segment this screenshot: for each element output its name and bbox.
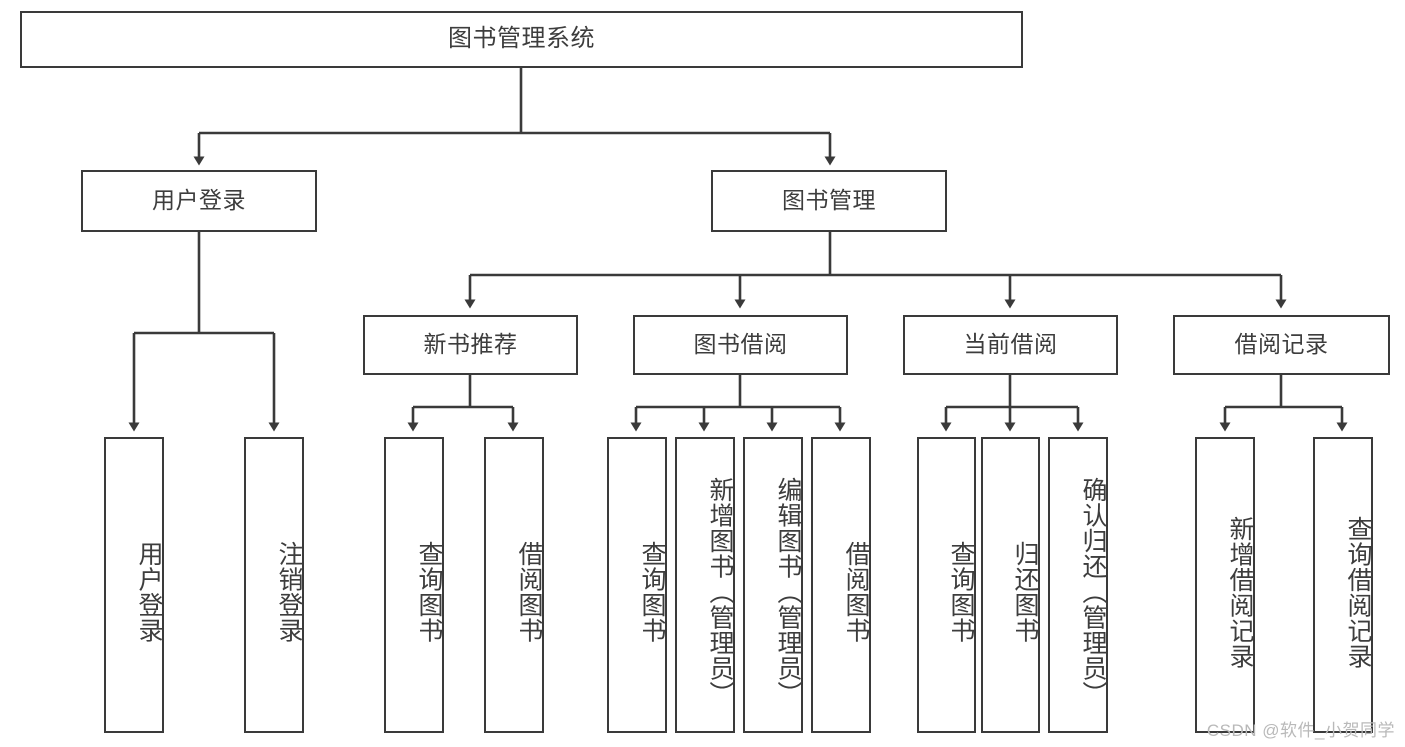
node-borrow-record[interactable]: 借阅记录 (1173, 315, 1390, 375)
leaf-query-book-borrow[interactable]: 查询图书 (607, 437, 667, 733)
node-user-login[interactable]: 用户登录 (81, 170, 317, 232)
leaf-logout-login[interactable]: 注销登录 (244, 437, 304, 733)
leaf-label: 注销登录 (275, 541, 303, 643)
leaf-borrow-book-recommend[interactable]: 借阅图书 (484, 437, 544, 733)
leaf-label: 编辑图书（管理员） (774, 477, 802, 707)
leaf-label: 查询借阅记录 (1344, 515, 1372, 669)
leaf-query-book-current[interactable]: 查询图书 (917, 437, 976, 733)
leaf-label: 新增图书（管理员） (706, 477, 734, 707)
leaf-query-borrow-record[interactable]: 查询借阅记录 (1313, 437, 1373, 733)
leaf-label: 归还图书 (1011, 541, 1039, 643)
leaf-query-book-recommend[interactable]: 查询图书 (384, 437, 444, 733)
leaf-label: 确认归还（管理员） (1079, 477, 1107, 707)
node-book-borrow[interactable]: 图书借阅 (633, 315, 848, 375)
leaf-label: 查询图书 (947, 541, 975, 643)
leaf-confirm-return-admin[interactable]: 确认归还（管理员） (1048, 437, 1108, 733)
leaf-label: 借阅图书 (515, 541, 543, 643)
leaf-add-borrow-record[interactable]: 新增借阅记录 (1195, 437, 1255, 733)
csdn-watermark: CSDN @软件_小贺同学 (1206, 721, 1395, 740)
node-current-borrow[interactable]: 当前借阅 (903, 315, 1118, 375)
node-new-book-recommend[interactable]: 新书推荐 (363, 315, 578, 375)
leaf-borrow-book[interactable]: 借阅图书 (811, 437, 871, 733)
leaf-label: 新增借阅记录 (1226, 515, 1254, 669)
leaf-label: 用户登录 (135, 541, 163, 643)
leaf-add-book-admin[interactable]: 新增图书（管理员） (675, 437, 735, 733)
leaf-return-book[interactable]: 归还图书 (981, 437, 1040, 733)
leaf-label: 借阅图书 (842, 541, 870, 643)
leaf-label: 查询图书 (415, 541, 443, 643)
node-root-book-management-system[interactable]: 图书管理系统 (20, 11, 1023, 68)
node-book-management[interactable]: 图书管理 (711, 170, 947, 232)
leaf-edit-book-admin[interactable]: 编辑图书（管理员） (743, 437, 803, 733)
leaf-label: 查询图书 (638, 541, 666, 643)
leaf-user-login[interactable]: 用户登录 (104, 437, 164, 733)
